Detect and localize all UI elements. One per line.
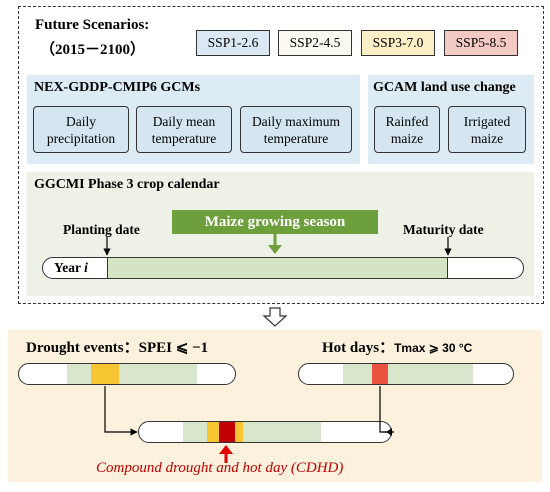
gcm-box-line1: Daily maximum [251, 113, 341, 129]
hot-to-compound-arrow-head [386, 428, 392, 436]
future-scenarios-title: Future Scenarios: [35, 17, 150, 33]
crop-calendar-title: GGCMI Phase 3 crop calendar [34, 177, 220, 192]
gcam-box-line1: Rainfed [385, 113, 429, 129]
hot-days-condition: Tmax ⩾ 30 °C [394, 341, 473, 355]
drought-timeline-bar [18, 363, 236, 385]
year-index-variable: i [84, 260, 88, 275]
cdhd-label: Compound drought and hot day (CDHD) [96, 460, 344, 476]
year-label: Year i [54, 260, 88, 276]
cdhd-arrow-head [219, 445, 233, 454]
gcm-box-line2: temperature [263, 130, 329, 146]
growing-season-header: Maize growing season [172, 210, 378, 234]
drought-event-marker [91, 364, 119, 384]
year-label-text: Year [54, 260, 85, 275]
gcam-box-line1: Irrigated [463, 113, 511, 129]
future-scenarios-period: （2015－2100） [40, 42, 146, 58]
gcam-title: GCAM land use change [373, 80, 516, 95]
gcm-box-line1: Daily mean [152, 113, 216, 129]
ssp3-box: SSP3-7.0 [361, 30, 435, 56]
hot-days-label: Hot days：Tmax ⩾ 30 °C [322, 336, 472, 357]
gcm-box-line2: temperature [151, 130, 217, 146]
drought-events-label: Drought events：SPEI ⩽ −1 [26, 340, 209, 356]
gcm-box-line1: Daily [65, 113, 96, 129]
hot-days-timeline-bar [298, 363, 514, 385]
hot-day-marker [372, 364, 388, 384]
compound-event-marker [219, 422, 235, 442]
planting-date-label: Planting date [63, 222, 140, 237]
hot-days-text: Hot days： [322, 340, 395, 356]
maturity-date-label: Maturity date [403, 222, 484, 237]
ssp2-box: SSP2-4.5 [278, 30, 352, 56]
growing-season-segment [107, 257, 448, 279]
ssp1-box: SSP1-2.6 [196, 30, 270, 56]
gcms-title: NEX-GDDP-CMIP6 GCMs [34, 80, 201, 95]
growing-season-arrow-head [268, 245, 282, 254]
ssp5-box: SSP5-8.5 [444, 30, 518, 56]
gcam-box-line2: maize [390, 130, 424, 146]
drought-to-compound-arrow [104, 386, 138, 436]
hot-to-compound-line [379, 386, 394, 433]
compound-event-panel [8, 330, 542, 482]
compound-timeline-bar [138, 421, 392, 443]
flow-down-arrow-icon [262, 307, 288, 327]
input-data-frame [18, 6, 544, 304]
gcm-box-line2: precipitation [46, 130, 116, 146]
gcam-box-line2: maize [470, 130, 504, 146]
